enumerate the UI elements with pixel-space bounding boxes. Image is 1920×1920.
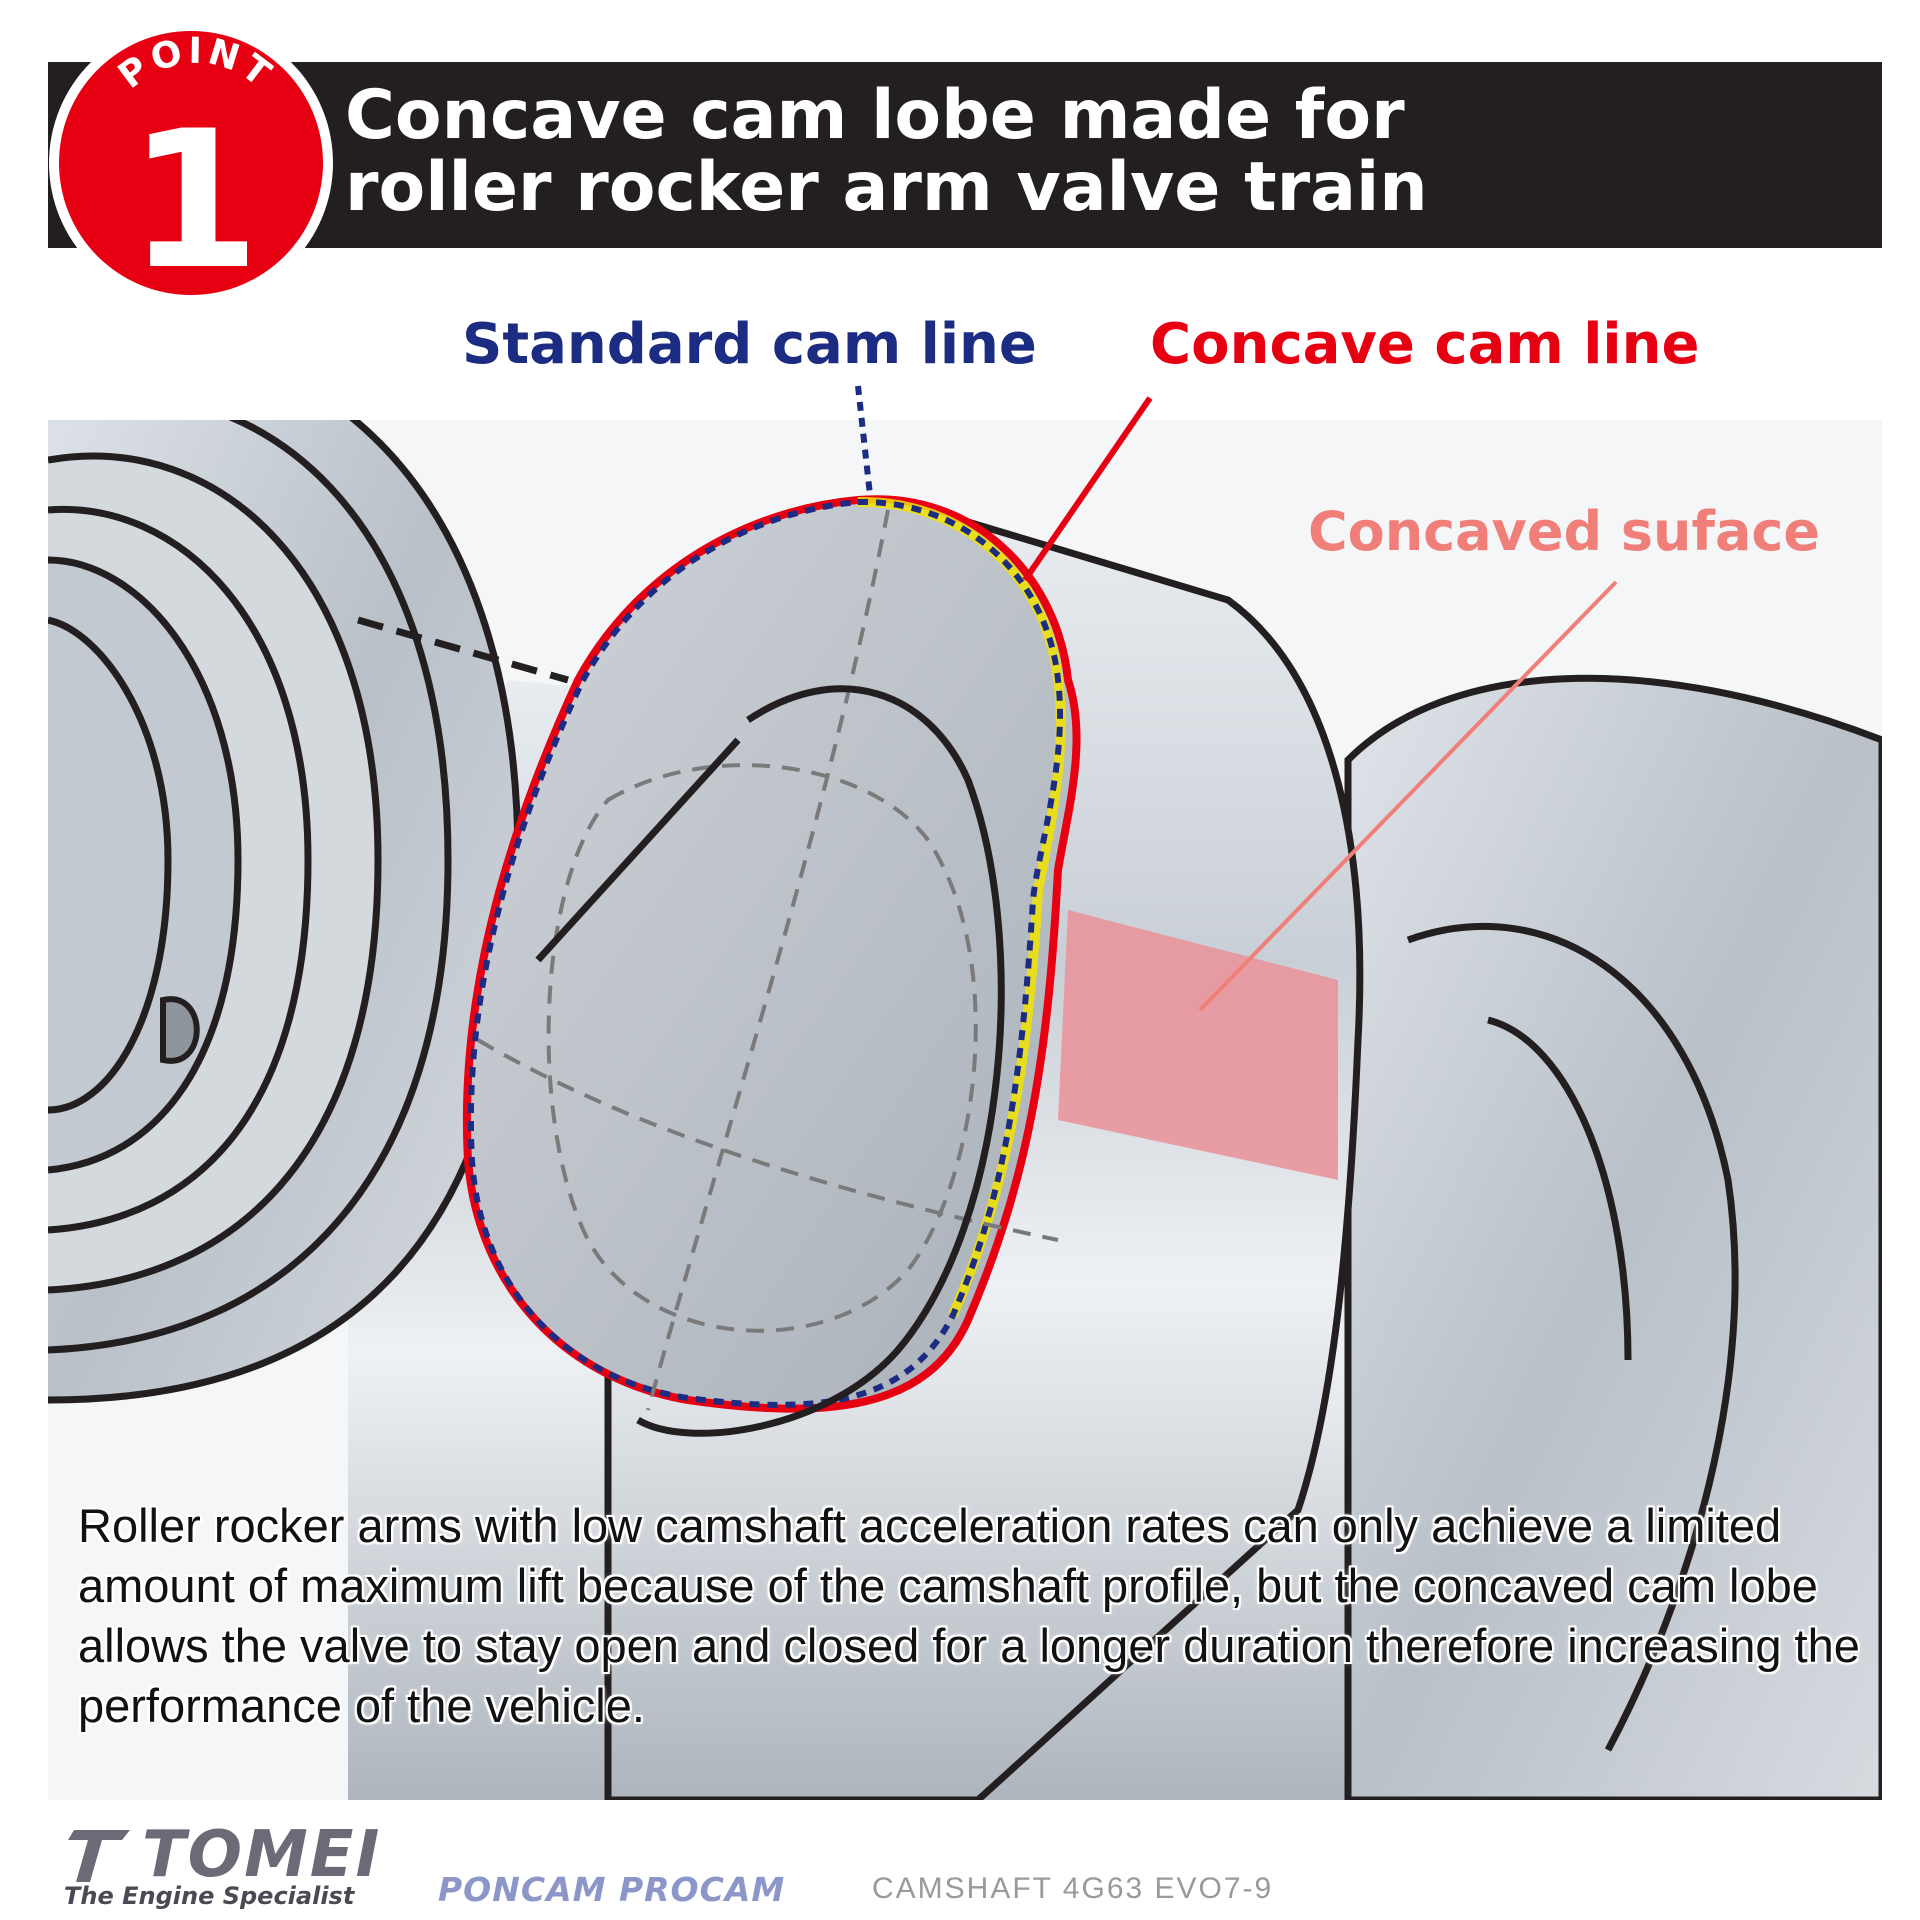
brand-name: TOMEI — [142, 1818, 382, 1892]
badge-number: 1 — [128, 90, 260, 311]
product-names: PONCAM PROCAM — [438, 1870, 786, 1909]
product-model: CAMSHAFT 4G63 EVO7-9 — [872, 1872, 1274, 1905]
concave-cam-line-label: Concave cam line — [1150, 312, 1700, 377]
standard-cam-line-label: Standard cam line — [462, 312, 1037, 377]
header-bar — [48, 62, 1882, 248]
point-badge-icon: POINT 1 — [46, 18, 336, 311]
concaved-surface-label: Concaved suface — [1308, 500, 1821, 563]
tomei-logo-icon — [68, 1830, 130, 1882]
brand-tagline: The Engine Specialist — [64, 1882, 355, 1910]
page-title: Concave cam lobe made for roller rocker … — [345, 76, 1428, 227]
description-text: Roller rocker arms with low camshaft acc… — [78, 1499, 1860, 1732]
footer: TOMEI The Engine Specialist PONCAM PROCA… — [60, 1818, 1900, 1910]
